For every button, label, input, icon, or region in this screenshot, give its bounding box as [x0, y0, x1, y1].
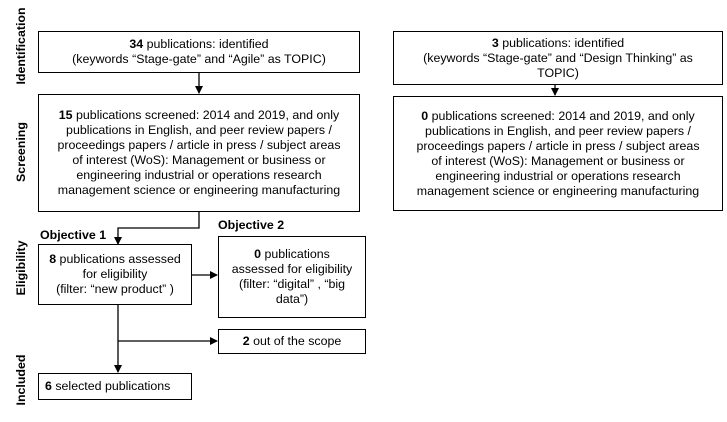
objective1-label: Objective 1 — [40, 228, 107, 242]
objective1-box: 8 publications assessed for eligibility … — [38, 244, 192, 305]
right-screened-line: management science or engineering manufa… — [416, 183, 700, 198]
right-identified-count: 3 — [491, 35, 499, 50]
out-of-scope-text: out of the scope — [249, 334, 342, 348]
left-identified-box: 34 publications: identified (keywords “S… — [38, 31, 360, 73]
right-screened-line: of interest (WoS): Management or busines… — [431, 153, 685, 168]
left-screened-line: management science or engineering manufa… — [57, 183, 341, 197]
right-identified-box: 3 publications: identified (keywords “St… — [393, 31, 723, 85]
selected-box: 6 selected publications — [38, 373, 192, 400]
objective2-count: 0 — [254, 247, 261, 261]
arrow-screen-to-obj1 — [114, 212, 200, 245]
right-screened-line: publications in English, and peer review… — [425, 123, 691, 138]
objective2-box: 0 publications assessed for eligibility … — [218, 236, 366, 318]
left-screened-line: engineering industrial or operations res… — [76, 168, 322, 182]
left-screened-line: proceedings papers / article in press / … — [57, 138, 341, 152]
objective1-line: for eligibility — [82, 267, 148, 281]
objective1-line: publications assessed — [56, 252, 181, 266]
selected-text: selected publications — [51, 379, 171, 393]
out-of-scope-count: 2 — [242, 334, 250, 348]
left-identified-count: 34 — [129, 37, 144, 51]
left-screened-line: of interest (WoS): Management or busines… — [72, 153, 326, 167]
objective2-label: Objective 2 — [218, 218, 285, 232]
right-screened-line: proceedings papers / article in press / … — [416, 138, 700, 153]
right-identified-topic: TOPIC) — [537, 65, 579, 80]
left-screened-box: 15 publications screened: 2014 and 2019,… — [38, 94, 360, 212]
right-screened-count: 0 — [421, 108, 429, 123]
selected-count: 6 — [45, 379, 52, 393]
left-identified-keywords: (keywords “Stage-gate” and “Agile” as TO… — [72, 52, 326, 66]
left-screened-count: 15 — [58, 108, 73, 122]
right-screened-box: 0 publications screened: 2014 and 2019, … — [393, 96, 723, 211]
objective2-line: assessed for eligibility — [231, 262, 353, 276]
left-identified-text: publications: identified — [143, 37, 269, 51]
objective1-line: (filter: “new product” ) — [56, 282, 174, 296]
objective2-line: publications — [261, 247, 330, 261]
right-identified-keywords: (keywords “Stage-gate” and “Design Think… — [423, 50, 693, 65]
left-screened-line: publications in English, and peer review… — [66, 123, 332, 137]
right-screened-line: engineering industrial or operations res… — [435, 168, 681, 183]
right-screened-line: publications screened: 2014 and 2019, an… — [428, 108, 695, 123]
objective1-count: 8 — [49, 252, 57, 266]
objective2-line: data”) — [275, 292, 309, 306]
left-screened-line: publications screened: 2014 and 2019, an… — [72, 108, 340, 122]
out-of-scope-box: 2 out of the scope — [218, 329, 366, 354]
right-identified-text: publications: identified — [498, 35, 625, 50]
objective2-line: (filter: “digital” , “big — [238, 277, 346, 291]
